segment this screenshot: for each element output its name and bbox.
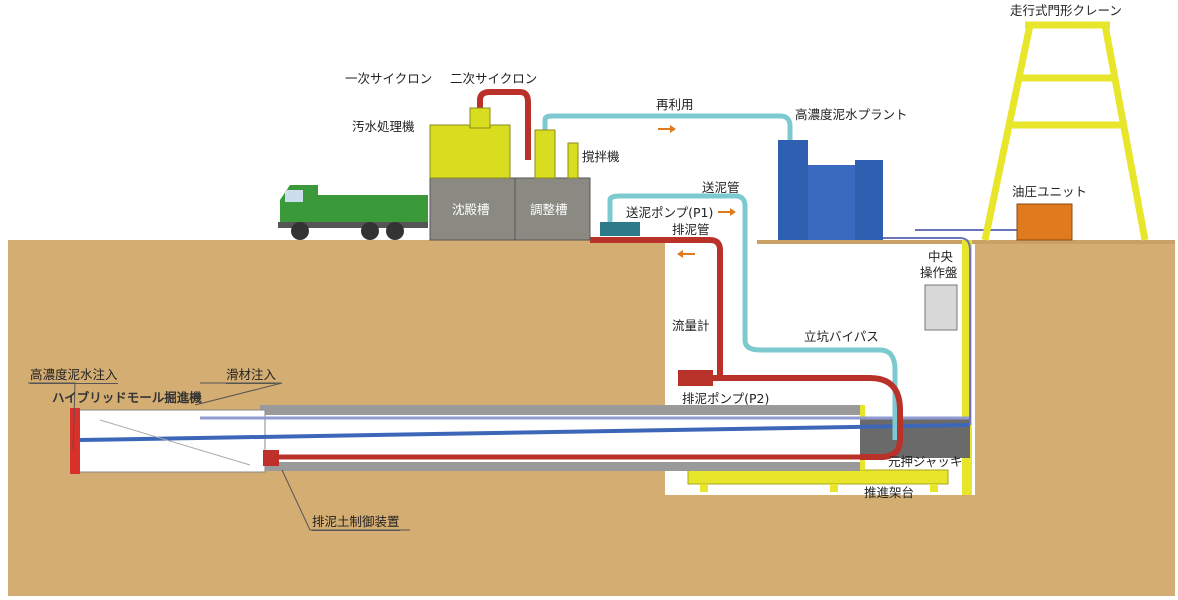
label-slurry-feed-pipe: 送泥管 <box>702 180 740 195</box>
label-jacking-frame: 推進架台 <box>864 485 915 500</box>
gantry-crane <box>981 21 1149 241</box>
tanks <box>429 107 640 241</box>
hydraulic-lines <box>880 229 1020 425</box>
discharge-pump <box>678 370 713 386</box>
dump-truck <box>278 185 428 240</box>
label-adjustment-tank: 調整槽 <box>530 202 568 217</box>
label-control-panel-2: 操作盤 <box>920 265 958 280</box>
label-main-jack: 元押ジャッキ <box>888 454 963 469</box>
label-control-panel-1: 中央 <box>928 249 954 264</box>
label-feed-pump: 送泥ポンプ(P1) <box>626 205 714 220</box>
label-discharge-control-device: 排泥土制御装置 <box>312 514 400 531</box>
label-high-density-injection: 高濃度泥水注入 <box>30 367 118 384</box>
label-hydraulic-unit: 油圧ユニット <box>1012 184 1088 199</box>
label-reuse: 再利用 <box>656 97 694 112</box>
label-gantry-crane: 走行式門形クレーン <box>1010 3 1122 18</box>
label-flow-meter: 流量計 <box>672 318 710 333</box>
flow-arrows <box>658 125 736 258</box>
hydraulic-unit <box>1016 203 1073 241</box>
label-settling-tank: 沈殿槽 <box>452 202 490 217</box>
feed-pump <box>600 222 640 236</box>
tunnel <box>70 405 971 474</box>
label-lubricant-injection: 滑材注入 <box>226 367 277 384</box>
label-high-density-plant: 高濃度泥水プラント <box>795 107 908 122</box>
label-discharge-pipe: 排泥管 <box>672 222 710 237</box>
slurry-feed-pipe <box>542 113 898 440</box>
high-density-plant <box>778 140 883 240</box>
label-secondary-cyclone: 二次サイクロン <box>450 71 538 86</box>
label-wastewater-treatment: 汚水処理機 <box>352 119 415 134</box>
cutter-head <box>70 408 80 474</box>
slurry-discharge-pipe <box>477 89 903 460</box>
wastewater-treatment-machine <box>429 124 511 179</box>
control-panel <box>924 284 958 331</box>
label-hybrid-mole-machine: ハイブリッドモール掘進機 <box>52 390 202 405</box>
label-discharge-pump: 排泥ポンプ(P2) <box>682 391 770 406</box>
label-agitator: 撹拌機 <box>582 149 620 164</box>
label-primary-cyclone: 一次サイクロン <box>345 71 433 86</box>
label-shaft-bypass: 立坑バイパス <box>804 329 879 344</box>
